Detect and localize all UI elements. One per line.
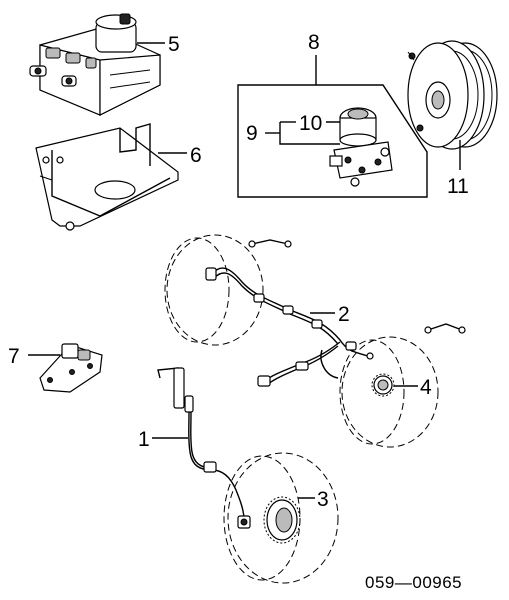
callout-2: 2 [338,303,350,326]
leader-9-bracket [279,122,340,145]
callout-5: 5 [168,33,180,56]
rear-sensor-rotor[interactable] [371,373,395,397]
front-sensor-rotor[interactable] [263,496,301,544]
callout-10: 10 [299,112,322,135]
front-wheel-outline [223,452,339,584]
diagram-code: 059—00965 [365,573,462,592]
front-wheel-sensor[interactable] [157,367,251,529]
callout-4: 4 [420,376,432,399]
callout-8: 8 [308,31,320,54]
rear-left-wheel-outline [164,234,264,346]
master-cylinder-group-frame [237,84,428,198]
callout-1: 1 [138,428,150,451]
callout-3: 3 [317,488,329,511]
master-cylinder[interactable] [329,107,393,187]
callout-6: 6 [190,144,202,167]
abs-actuator-unit[interactable] [29,13,161,116]
brake-booster[interactable] [407,40,498,150]
callout-9: 9 [246,122,258,145]
callout-11: 11 [447,175,469,198]
actuator-bracket[interactable] [35,123,179,231]
rear-right-wheel-outline [339,336,439,448]
rear-sensor-harness[interactable] [205,239,466,387]
sensor-bracket-clip[interactable] [39,343,103,393]
callout-7: 7 [8,345,20,368]
